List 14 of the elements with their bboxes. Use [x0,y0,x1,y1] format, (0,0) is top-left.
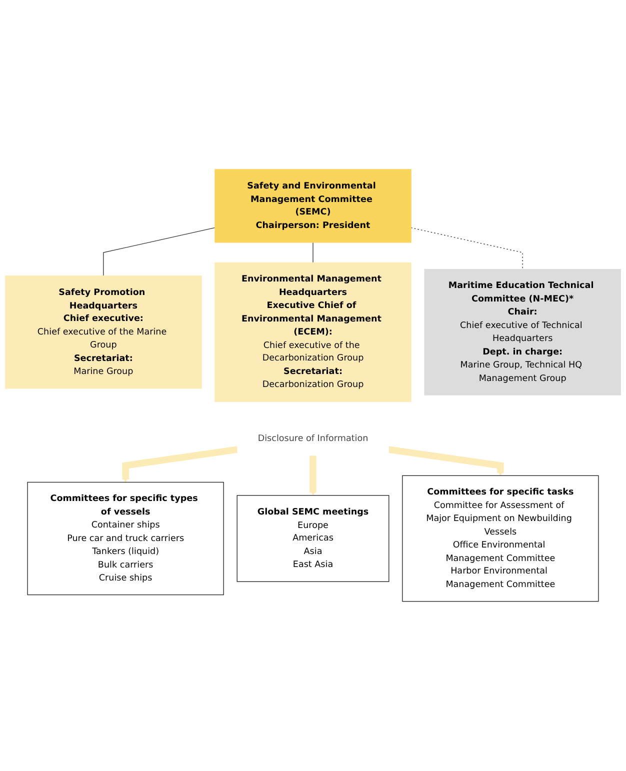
node-box: Safety and Environmental Management Committee (SEMC) Chairperson: President [214,169,412,243]
node-box: Maritime Education Technical Committee (N-MEC)* Chair: Chief executive of Technical Headquarters Dept. in charge: Marine Group, Technical HQ Management Group [424,269,621,396]
node-box: Environmental Management Headquarters Executive Chief of Environmental Management (ECEM): Chief executive of the Decarbonization Group Secretariat: Decarbonization Group [214,262,412,402]
arrow [388,446,504,476]
connector [312,242,314,264]
node-box: Committees for specific tasks Committee for Assessment of Major Equipment on Newbuilding Vessels Office Environmental Management Committee Harbor Environmental Management Committee [402,475,599,602]
arrow [122,446,238,483]
node-box: Committees for specific types of vessels Container ships Pure car and truck carriers Tankers (liquid) Bulk carriers Cruise ships [27,482,224,596]
arrow [310,455,316,496]
connector [410,227,523,270]
node-box: Global SEMC meetings Europe Americas Asia East Asia [236,495,390,582]
node-box: Safety Promotion Headquarters Chief executive: Chief executive of the Marine Group Secretariat: Marine Group [5,276,202,389]
node-text: Disclosure of Information [258,433,368,444]
connector [103,227,216,276]
